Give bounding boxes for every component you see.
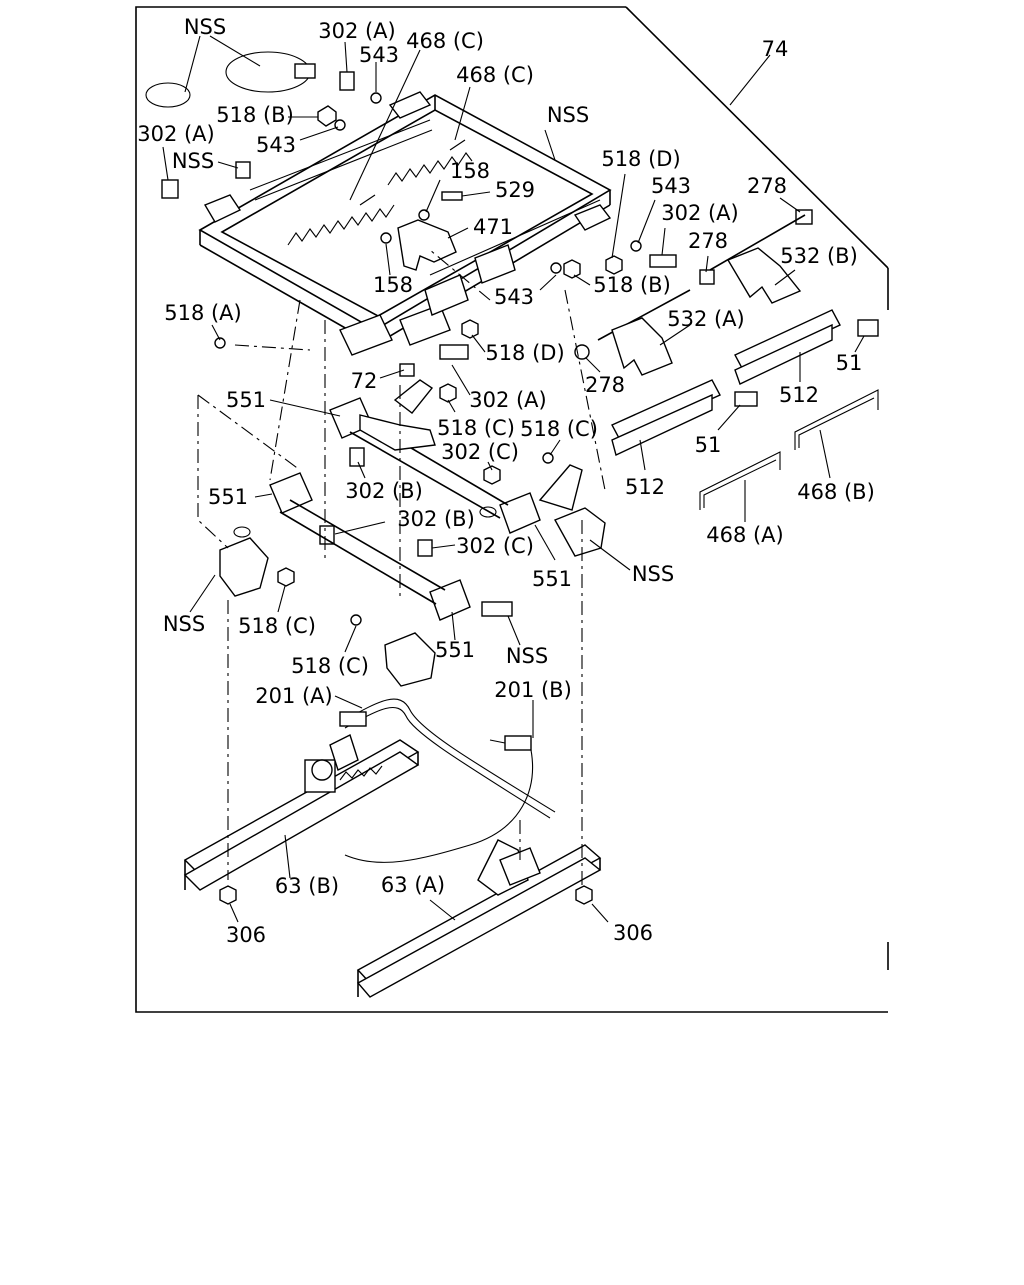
label-nss: NSS bbox=[163, 612, 205, 636]
label-543: 543 bbox=[494, 285, 534, 309]
upper-seat-frame bbox=[198, 91, 612, 356]
lift-linkage bbox=[219, 379, 606, 687]
spring-468c-right bbox=[387, 139, 473, 186]
label-51: 51 bbox=[836, 351, 863, 375]
wire-stay-468a bbox=[699, 451, 781, 510]
label-471: 471 bbox=[473, 215, 513, 239]
label-278: 278 bbox=[585, 373, 625, 397]
label-518b: 518 (B) bbox=[593, 273, 671, 297]
label-158: 158 bbox=[450, 159, 490, 183]
fasteners bbox=[161, 71, 879, 626]
label-512: 512 bbox=[779, 383, 819, 407]
label-518a: 518 (A) bbox=[164, 301, 242, 325]
label-nss: NSS bbox=[547, 103, 589, 127]
label-543: 543 bbox=[256, 133, 296, 157]
label-468a: 468 (A) bbox=[706, 523, 784, 547]
label-306: 306 bbox=[613, 921, 653, 945]
label-532a: 532 (A) bbox=[667, 307, 745, 331]
label-302a: 302 (A) bbox=[469, 388, 547, 412]
latch-532a bbox=[597, 289, 691, 376]
label-468b: 468 (B) bbox=[797, 480, 875, 504]
slide-rail-63b bbox=[183, 734, 420, 891]
label-74: 74 bbox=[762, 37, 789, 61]
label-201a: 201 (A) bbox=[255, 684, 333, 708]
alignment-lines bbox=[197, 249, 606, 890]
label-302b: 302 (B) bbox=[397, 507, 475, 531]
leader-lines bbox=[162, 35, 865, 923]
label-543: 543 bbox=[651, 174, 691, 198]
latch-532b bbox=[709, 214, 806, 304]
label-518c: 518 (C) bbox=[437, 416, 515, 440]
label-158: 158 bbox=[373, 273, 413, 297]
label-302a: 302 (A) bbox=[661, 201, 739, 225]
label-543: 543 bbox=[359, 43, 399, 67]
label-529: 529 bbox=[495, 178, 535, 202]
label-551: 551 bbox=[208, 485, 248, 509]
label-nss: NSS bbox=[506, 644, 548, 668]
label-nss: NSS bbox=[172, 149, 214, 173]
label-nss: NSS bbox=[632, 562, 674, 586]
label-551: 551 bbox=[226, 388, 266, 412]
label-63b: 63 (B) bbox=[275, 874, 339, 898]
label-302a: 302 (A) bbox=[137, 122, 215, 146]
cable-tie-nss bbox=[145, 51, 316, 108]
label-518d: 518 (D) bbox=[601, 147, 680, 171]
label-278: 278 bbox=[747, 174, 787, 198]
label-518c: 518 (C) bbox=[520, 417, 598, 441]
cable-201b bbox=[344, 735, 534, 863]
label-532b: 532 (B) bbox=[780, 244, 858, 268]
slide-rail-63a bbox=[356, 839, 602, 998]
label-518c: 518 (C) bbox=[291, 654, 369, 678]
label-468c: 468 (C) bbox=[406, 29, 484, 53]
latch-471 bbox=[397, 219, 457, 271]
label-201b: 201 (B) bbox=[494, 678, 572, 702]
cable-201a bbox=[339, 698, 556, 819]
label-551: 551 bbox=[532, 567, 572, 591]
label-518d: 518 (D) bbox=[485, 341, 564, 365]
nuts-306 bbox=[219, 885, 593, 905]
label-306: 306 bbox=[226, 923, 266, 947]
label-512: 512 bbox=[625, 475, 665, 499]
label-nss: NSS bbox=[184, 15, 226, 39]
label-468c: 468 (C) bbox=[456, 63, 534, 87]
label-518b: 518 (B) bbox=[216, 103, 294, 127]
rail-512-right bbox=[734, 309, 841, 385]
label-302b: 302 (B) bbox=[345, 479, 423, 503]
rail-512-left bbox=[611, 379, 721, 456]
label-518c: 518 (C) bbox=[238, 614, 316, 638]
label-302a: 302 (A) bbox=[318, 19, 396, 43]
label-72: 72 bbox=[351, 369, 378, 393]
label-302c: 302 (C) bbox=[456, 534, 534, 558]
label-63a: 63 (A) bbox=[381, 873, 445, 897]
wire-stay-468b bbox=[794, 389, 879, 450]
label-302c: 302 (C) bbox=[441, 440, 519, 464]
label-51: 51 bbox=[695, 433, 722, 457]
label-278: 278 bbox=[688, 229, 728, 253]
callout-labels: NSS 302 (A) 543 468 (C) 468 (C) 74 518 (… bbox=[137, 15, 875, 947]
label-551: 551 bbox=[435, 638, 475, 662]
spring-468c-left bbox=[287, 194, 395, 246]
diagram-border bbox=[135, 6, 889, 1013]
